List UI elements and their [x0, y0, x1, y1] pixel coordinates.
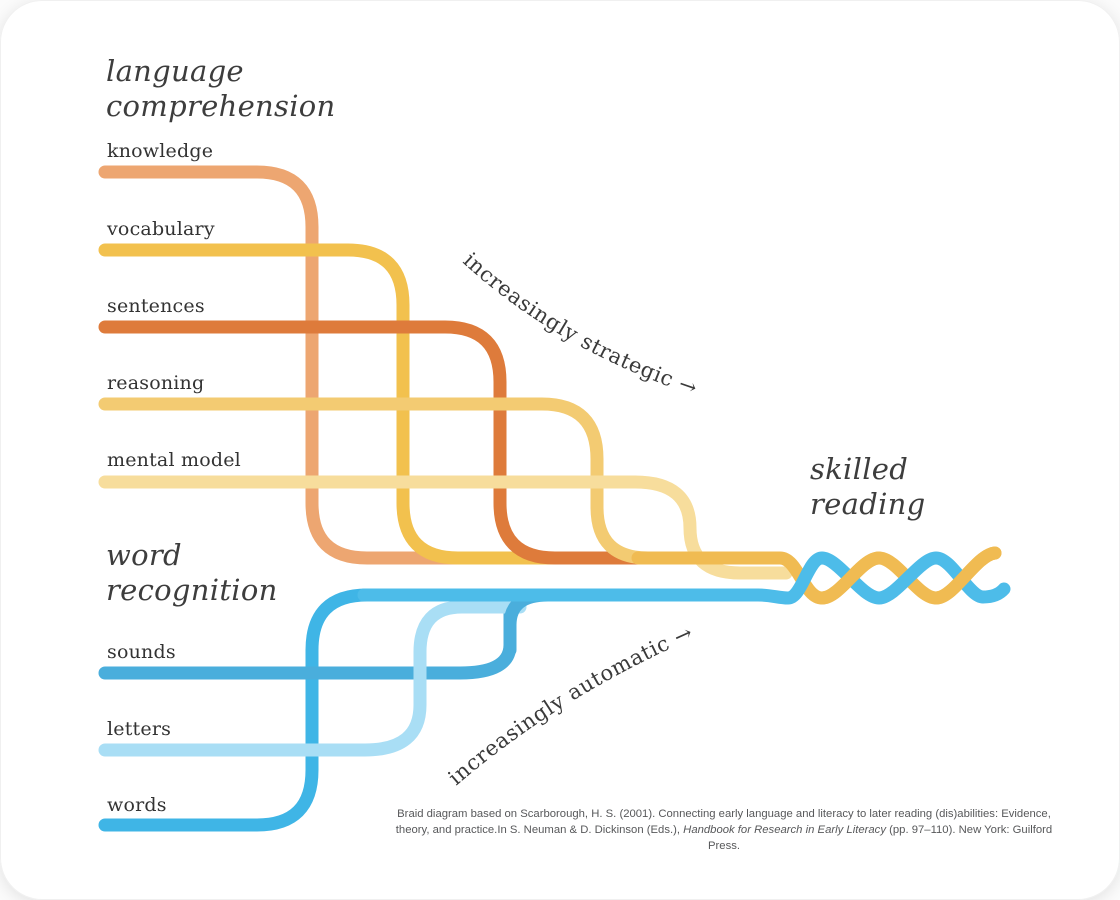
strand-label-sounds: sounds — [107, 641, 176, 663]
strand-label-words: words — [107, 794, 167, 816]
language-comprehension-title: language comprehension — [106, 54, 336, 123]
strand-label-reasoning: reasoning — [107, 372, 205, 394]
gold-braid-overlap-1 — [815, 551, 886, 605]
annotation-increasingly-automatic: increasingly automatic → — [444, 620, 697, 790]
knowledge-strand — [98, 165, 567, 565]
strand-label-letters: letters — [107, 718, 172, 740]
letters-strand — [98, 600, 527, 757]
strand-label-knowledge: knowledge — [107, 140, 214, 162]
strand-label-sentences: sentences — [107, 295, 205, 317]
word-recognition-title: word recognition — [106, 538, 278, 607]
mental-model-strand — [98, 475, 793, 580]
citation-text: Braid diagram based on Scarborough, H. S… — [388, 806, 1060, 854]
sounds-strand-join — [503, 588, 555, 657]
skilled-reading-title: skilled reading — [810, 452, 926, 521]
strand-label-mental-model: mental model — [107, 449, 241, 471]
blue-braid-strand — [357, 551, 1011, 605]
gold-braid-overlap-2 — [929, 546, 1002, 605]
strand-label-vocabulary: vocabulary — [107, 218, 215, 240]
sentences-strand — [98, 320, 732, 565]
citation-book-title: Handbook for Research in Early Literacy — [683, 824, 886, 836]
words-strand — [98, 588, 374, 832]
citation-part-1: Braid diagram based on Scarborough, H. S… — [395, 808, 1051, 836]
citation-part-2: (pp. 97–110). New York: Guilford Press. — [707, 824, 1053, 852]
